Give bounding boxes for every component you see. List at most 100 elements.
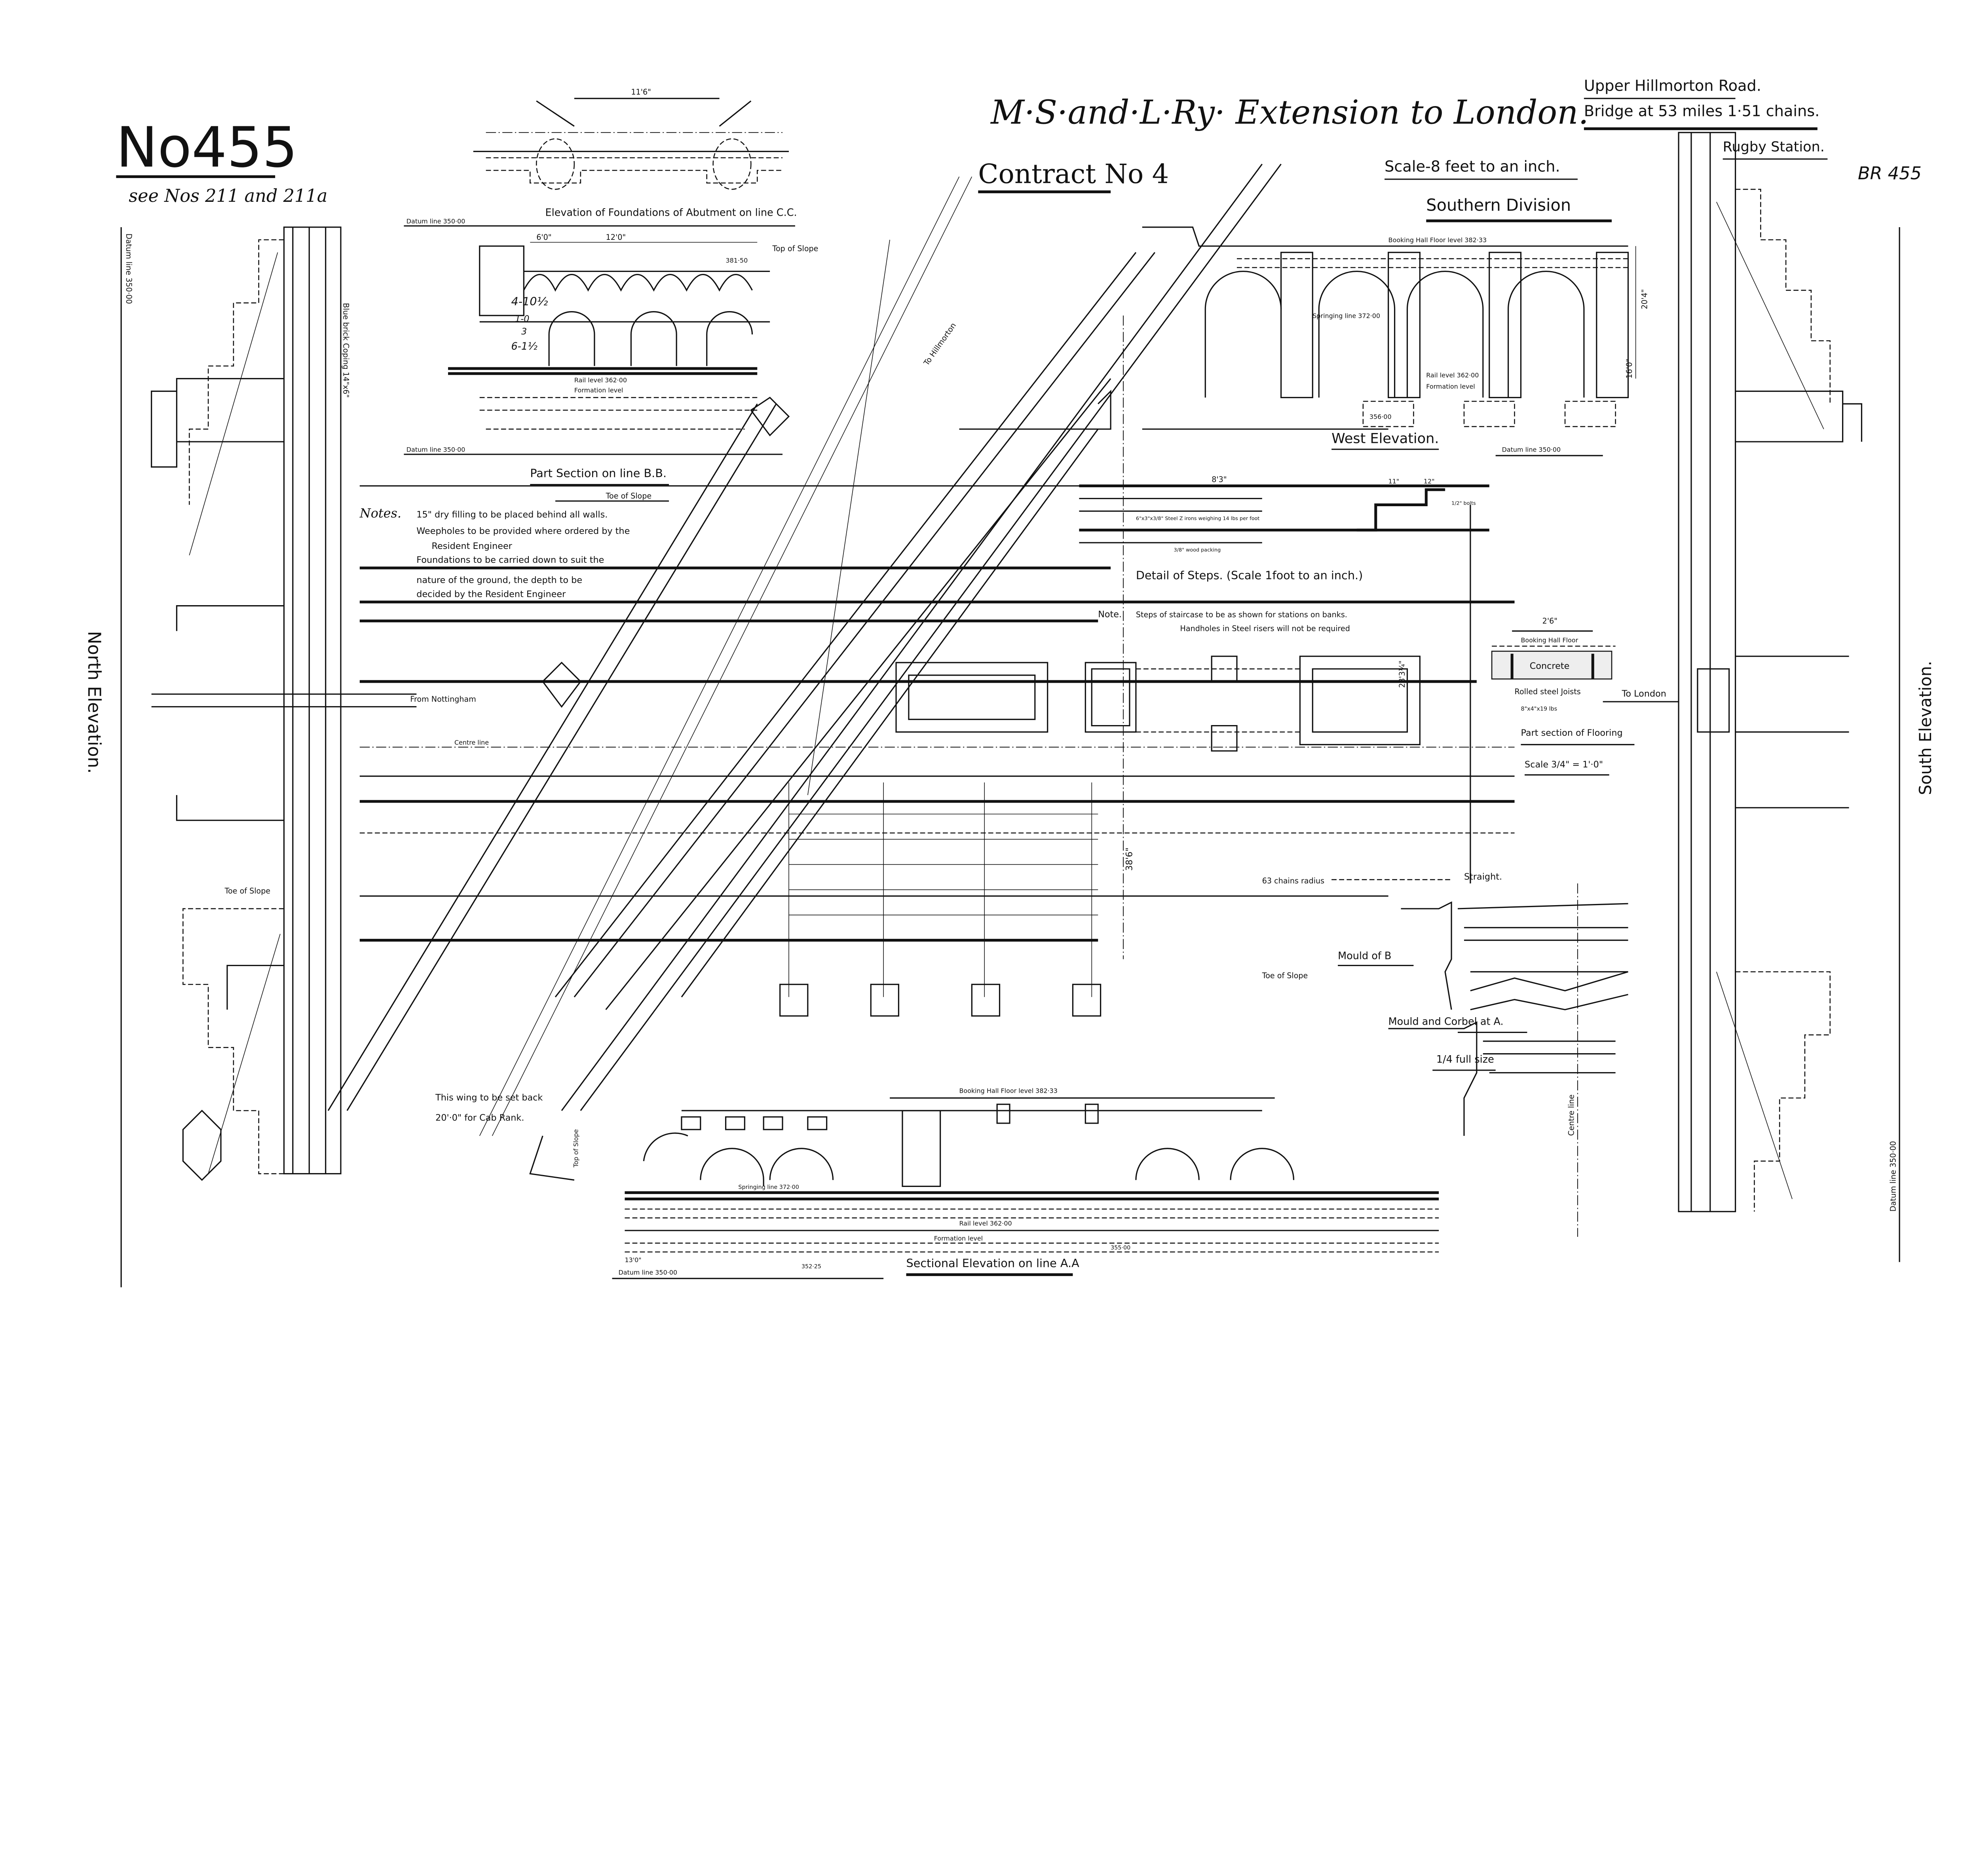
springing-line-aa: Springing line 372·00: [738, 1184, 799, 1191]
joist-size-label: 8"x4"x19 lbs: [1521, 706, 1557, 712]
division-name: Southern Division: [1426, 196, 1571, 215]
dim-13ft: 13'0": [625, 1256, 641, 1264]
wood-packing-label: 3/8" wood packing: [1174, 547, 1221, 553]
foundations-cc-view: 11'6" Elevation of Foundations of Abutme…: [404, 87, 797, 227]
centre-line-plan: Centre line: [454, 739, 489, 746]
level-356-00: 356·00: [1369, 413, 1392, 421]
dim-2-6: 2'6": [1542, 616, 1557, 625]
level-381-50: 381·50: [726, 256, 748, 264]
formation-aa: Formation level: [934, 1235, 983, 1242]
blue-brick-label: Blue brick Coping 14"x6": [341, 303, 350, 398]
toe-of-slope-notes: Toe of Slope: [606, 492, 652, 501]
pencil-note-4: 6-1½: [511, 340, 537, 352]
flooring-scale: Scale 3/4" = 1'·0": [1525, 760, 1603, 770]
dim-12-0: 12'0": [606, 233, 626, 242]
mould-a-label: Mould and Corbel at A.: [1388, 1016, 1504, 1027]
level-355: 355·00: [1111, 1245, 1130, 1251]
south-elevation: South Elevation. Datum line 350·00: [1678, 132, 1935, 1262]
notes-heading: Notes.: [359, 505, 401, 520]
z-irons-label: 6"x3"x3/8" Steel Z irons weighing 14 lbs…: [1136, 516, 1259, 522]
flooring-title: Part section of Flooring: [1521, 728, 1622, 738]
sectional-elevation-aa: This wing to be set back 20'·0" for Cab …: [435, 1087, 1439, 1279]
from-nottingham-label: From Nottingham: [410, 695, 476, 704]
steps-note-heading: Note.: [1098, 609, 1122, 619]
sectional-aa-title: Sectional Elevation on line A.A: [906, 1257, 1080, 1270]
cab-rank-note-2: 20'·0" for Cab Rank.: [435, 1113, 524, 1123]
general-notes: Toe of Slope Notes. 15" dry filling to b…: [359, 492, 1515, 623]
datum-label-west: Datum line 350·00: [1502, 446, 1561, 454]
note-line-6: decided by the Resident Engineer: [416, 589, 566, 599]
datum-label-aa: Datum line 350·00: [618, 1269, 677, 1276]
steps-note-line-1: Steps of staircase to be as shown for st…: [1136, 610, 1347, 619]
dim-38ft: 38'6": [1124, 847, 1134, 871]
pencil-note-1: 4-10½: [511, 295, 548, 308]
steps-detail: 8'3" 11" 12" 6"x3"x3/8" Steel Z irons we…: [1079, 475, 1489, 688]
formation-bb: Formation level: [574, 387, 623, 394]
radius-label: 63 chains radius: [1262, 876, 1324, 885]
mould-b-label: Mould of B: [1338, 950, 1391, 962]
west-elevation: 356·00 Booking Hall Floor level 382·33 S…: [1142, 226, 1649, 456]
rail-level-aa: Rail level 362·00: [959, 1219, 1012, 1227]
dim-12in: 12": [1424, 477, 1435, 485]
straight-label: Straight.: [1464, 872, 1502, 882]
see-also-note: see Nos 211 and 211a: [129, 186, 327, 206]
booking-hall-level-west: Booking Hall Floor level 382·33: [1388, 236, 1487, 244]
note-line-1: 15" dry filling to be placed behind all …: [416, 509, 608, 520]
foundations-cc-title: Elevation of Foundations of Abutment on …: [545, 207, 797, 218]
to-london-label: To London: [1622, 689, 1666, 699]
rolled-joists-label: Rolled steel Joists: [1515, 687, 1581, 696]
datum-label-north: Datum line 350·00: [124, 234, 133, 304]
drawing-scale: Scale-8 feet to an inch.: [1385, 158, 1560, 176]
booking-hall-floor-label: Booking Hall Floor: [1521, 636, 1578, 644]
toe-of-slope-north: Toe of Slope: [224, 887, 271, 896]
steps-detail-title: Detail of Steps. (Scale 1foot to an inch…: [1136, 569, 1363, 582]
rail-level-west: Rail level 362·00: [1426, 371, 1479, 379]
level-352-25: 352·25: [801, 1264, 821, 1270]
concrete-label: Concrete: [1530, 661, 1570, 671]
note-line-5: nature of the ground, the depth to be: [416, 575, 582, 585]
top-of-slope-aa: Top of Slope: [572, 1129, 579, 1168]
road-name: Upper Hillmorton Road.: [1584, 77, 1761, 95]
pencil-note-3: 3: [521, 327, 527, 337]
cab-rank-note-1: This wing to be set back: [435, 1093, 543, 1103]
note-line-4: Foundations to be carried down to suit t…: [416, 555, 604, 565]
north-elevation: Datum line 350·00 Blue brick Coping 14"x…: [84, 226, 417, 1287]
plan-view: From Nottingham Centre line To Hillmorto…: [327, 163, 1515, 1136]
formation-west: Formation level: [1426, 383, 1475, 390]
to-hillmorton-label: To Hillmorton: [921, 321, 958, 367]
note-line-3: Resident Engineer: [432, 541, 513, 551]
booking-hall-level-aa: Booking Hall Floor level 382·33: [959, 1087, 1058, 1094]
dim-8-3: 8'3": [1212, 475, 1227, 484]
dim-20-4: 20'4": [1640, 289, 1649, 310]
centre-line-mould: Centre line: [1567, 1094, 1576, 1136]
dim-11-6: 11'6": [631, 87, 651, 97]
section-bb-title: Part Section on line B.B.: [530, 466, 667, 480]
west-elevation-title: West Elevation.: [1331, 430, 1439, 446]
dim-6-0: 6'0": [536, 233, 551, 242]
section-bb-view: 6'0" 12'0" 381·50 Rail level 362·00 Form…: [404, 233, 819, 486]
note-line-2: Weepholes to be provided where ordered b…: [416, 526, 630, 536]
rail-level-bb: Rail level 362·00: [574, 376, 627, 384]
flooring-section: 2'6" Booking Hall Floor Concrete Rolled …: [1491, 616, 1679, 776]
steps-note-line-2: Handholes in Steel risers will not be re…: [1180, 624, 1350, 633]
north-elevation-title: North Elevation.: [84, 631, 104, 773]
dim-28-3: 28'3¼": [1398, 661, 1407, 688]
contract-number: Contract No 4: [978, 158, 1169, 189]
datum-label-south: Datum line 350·00: [1889, 1141, 1898, 1211]
engineering-drawing: No455 see Nos 211 and 211a M·S·and·L·Ry·…: [84, 77, 1935, 1287]
datum-label-cc: Datum line 350·00: [406, 217, 465, 225]
drawing-number: No455: [116, 116, 298, 180]
archive-reference: BR 455: [1858, 163, 1922, 184]
datum-label-bb: Datum line 350·00: [406, 446, 465, 454]
toe-of-slope-plan: Toe of Slope: [1262, 971, 1308, 980]
station-name: Rugby Station.: [1723, 139, 1825, 155]
springing-line-west: Springing line 372·00: [1312, 312, 1380, 320]
bridge-location: Bridge at 53 miles 1·51 chains.: [1584, 102, 1819, 120]
top-of-slope-bb: Top of Slope: [772, 244, 819, 253]
drawing-title: M·S·and·L·Ry· Extension to London.: [990, 93, 1589, 131]
quarter-size-label: 1/4 full size: [1436, 1054, 1494, 1065]
south-elevation-title: South Elevation.: [1916, 661, 1935, 795]
dim-11in: 11": [1388, 477, 1400, 485]
pencil-note-2: 1-0: [515, 314, 529, 324]
dim-16-0: 16'0": [1625, 359, 1634, 379]
